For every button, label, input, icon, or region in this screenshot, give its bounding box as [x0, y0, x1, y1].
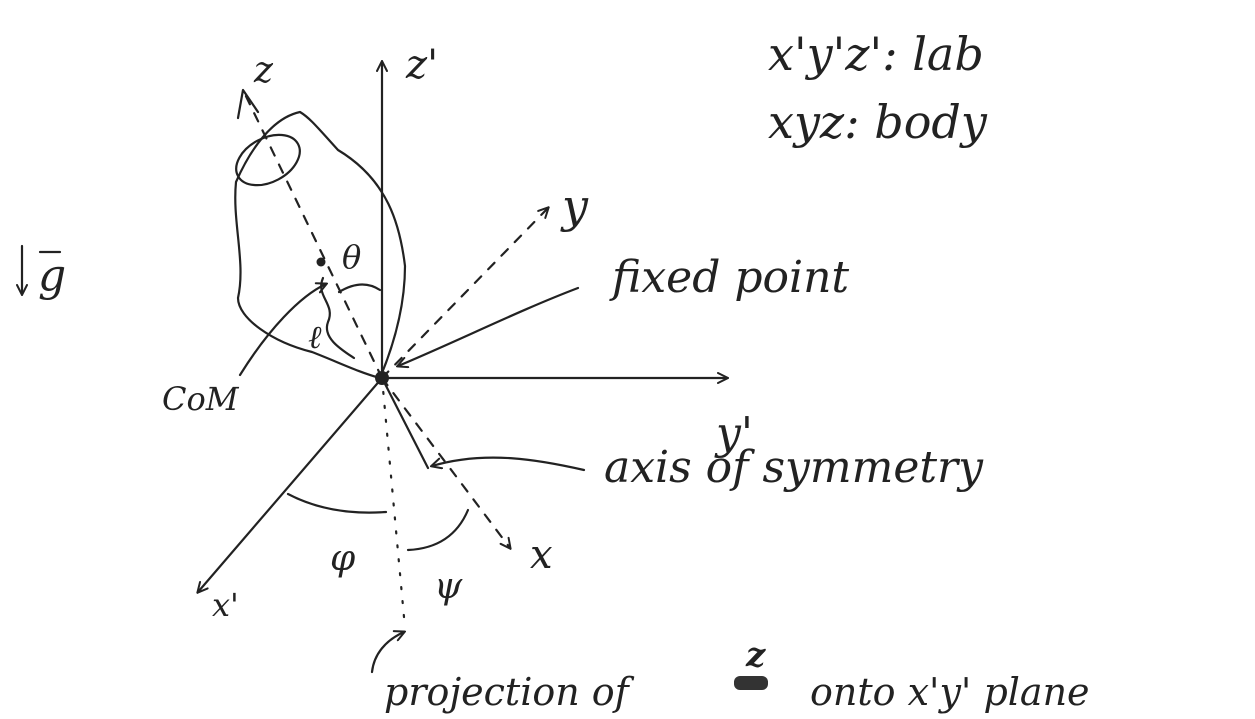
- projection-suffix-label: onto x'y' plane: [810, 670, 1090, 714]
- x-prime-label: x': [212, 586, 239, 624]
- symmetry-axis-pointer: [432, 456, 586, 472]
- phi-label: φ: [330, 538, 356, 579]
- phi-arc: [286, 492, 388, 514]
- fixed-point-pointer: [398, 286, 580, 366]
- length-label: ℓ: [308, 318, 322, 356]
- fixed-point-label: fixed point: [609, 252, 849, 303]
- fixed-point-dot: [375, 371, 389, 385]
- psi-arc: [406, 508, 470, 552]
- scribbled-out-mark: [734, 676, 768, 690]
- y-prime-label: y': [714, 408, 753, 459]
- z-prime-label: z': [405, 42, 438, 88]
- x-body-label: x: [530, 532, 553, 578]
- projection-line: [380, 376, 407, 630]
- y-body-axis: [380, 208, 548, 380]
- body-outline: [234, 110, 407, 380]
- body-top-rim: [235, 133, 301, 187]
- legend-lab: x'y'z': lab: [768, 27, 984, 81]
- x-prime-axis: [198, 376, 384, 592]
- com-label: CoM: [162, 380, 240, 418]
- y-body-label: y: [560, 179, 589, 233]
- gravity-label: g: [38, 250, 66, 301]
- length-brace: [320, 276, 356, 360]
- symmetry-axis-label: axis of symmetry: [604, 442, 984, 493]
- legend-body: xyz: body: [768, 95, 988, 149]
- theta-arc: [337, 283, 382, 294]
- projection-z-label: z: [745, 635, 766, 675]
- symmetry-axis-line: [380, 376, 430, 470]
- com-dot: [316, 257, 326, 267]
- projection-prefix-label: projection of: [384, 670, 635, 714]
- x-body-axis: [380, 376, 510, 548]
- com-pointer: [238, 284, 326, 377]
- psi-label: ψ: [434, 566, 463, 607]
- projection-pointer: [370, 632, 404, 674]
- z-body-label: z: [253, 50, 274, 91]
- theta-label: θ: [342, 238, 361, 276]
- z-body-arrowhead: [236, 88, 260, 120]
